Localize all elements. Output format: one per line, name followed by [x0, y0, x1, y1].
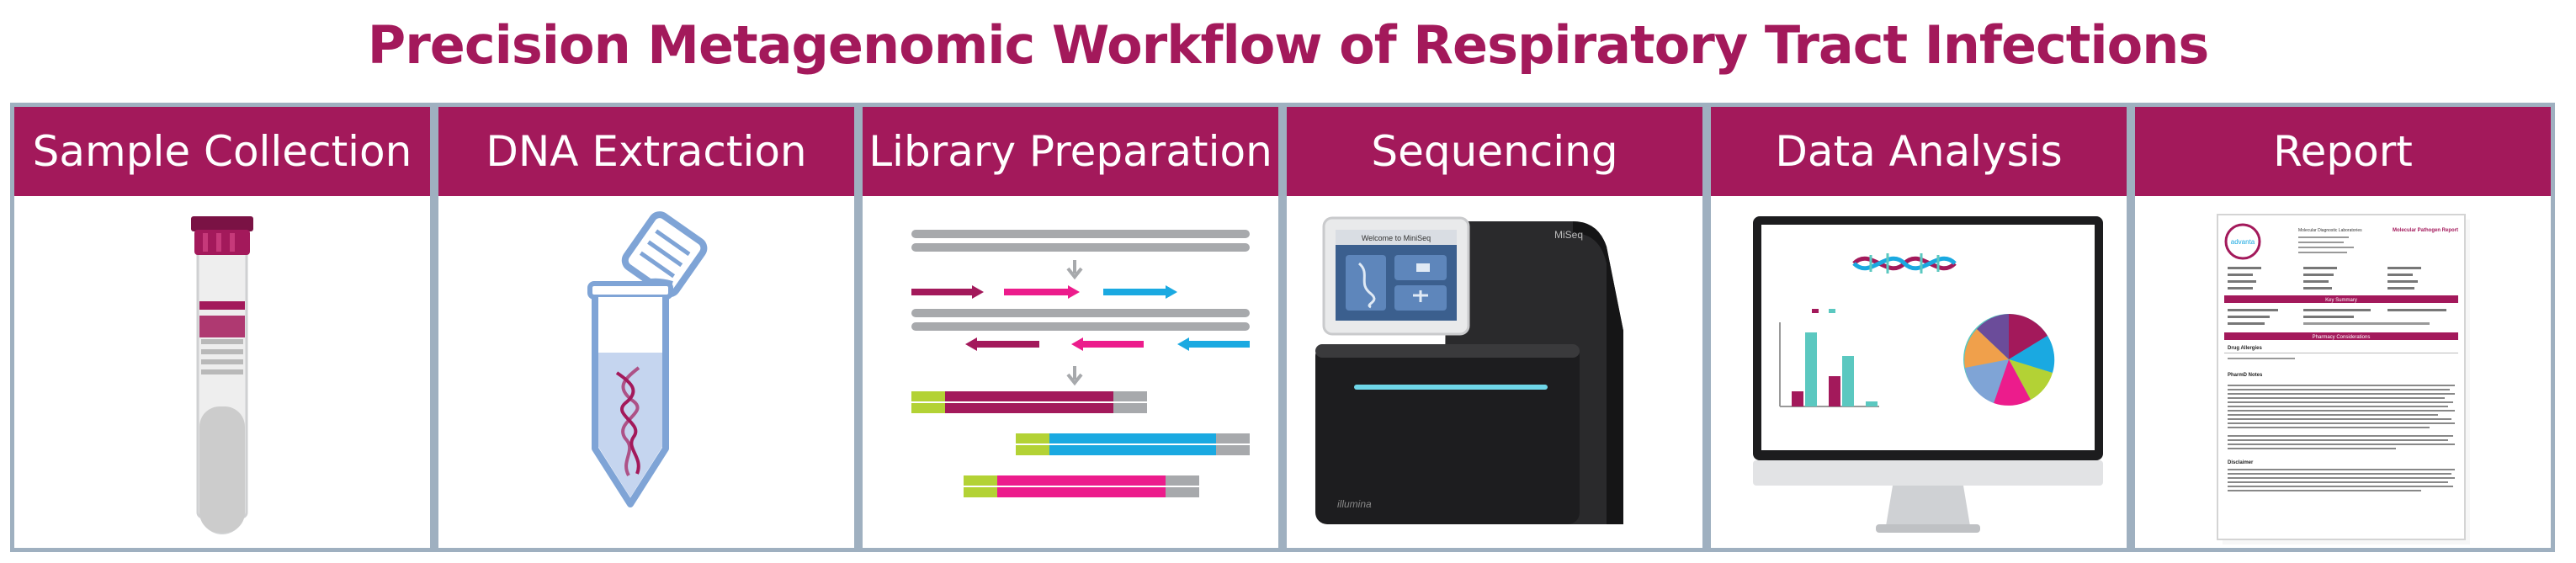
sample-tube-icon — [14, 196, 430, 548]
report-summary-heading: Key Summary — [2325, 298, 2357, 303]
step-label: Sample Collection — [14, 107, 430, 196]
library-fragments-icon — [863, 196, 1278, 548]
report-drug-allergies: Drug Allergies — [2228, 346, 2262, 351]
report-pharmacy-heading: Pharmacy Considerations — [2313, 335, 2371, 340]
report-title: Molecular Pathogen Report — [2393, 228, 2458, 233]
monitor-analysis-icon — [1711, 196, 2127, 548]
step-sample-collection: Sample Collection — [10, 103, 434, 552]
step-dna-extraction: DNA Extraction — [434, 103, 858, 552]
step-label: Data Analysis — [1711, 107, 2127, 196]
page-title: Precision Metagenomic Workflow of Respir… — [367, 14, 2209, 76]
report-document-icon: advanta Molecular Diagnostic Laboratorie… — [2135, 196, 2551, 548]
step-sequencing: Sequencing MiSeq Welcome to MiniSeq illu… — [1283, 103, 1707, 552]
step-report: Report advanta Molecular Diagnostic Labo… — [2131, 103, 2555, 552]
sequencer-screen-text: Welcome to MiniSeq — [1362, 234, 1431, 242]
step-label: Report — [2135, 107, 2551, 196]
step-label: Sequencing — [1287, 107, 1702, 196]
report-pharmd-notes: PharmD Notes — [2228, 373, 2263, 378]
step-library-preparation: Library Preparation — [858, 103, 1283, 552]
extraction-tube-icon — [438, 196, 854, 548]
report-disclaimer: Disclaimer — [2228, 460, 2254, 465]
report-logo: advanta — [2231, 238, 2255, 246]
step-label: DNA Extraction — [438, 107, 854, 196]
sequencer-model-label: MiSeq — [1554, 229, 1583, 241]
pie-chart — [1963, 314, 2055, 406]
step-label: Library Preparation — [863, 107, 1278, 196]
sequencer-brand: illumina — [1337, 498, 1372, 510]
step-data-analysis: Data Analysis — [1707, 103, 2131, 552]
report-lab: Molecular Diagnostic Laboratories — [2298, 228, 2362, 233]
sequencer-icon: MiSeq Welcome to MiniSeq illumina — [1287, 196, 1702, 548]
